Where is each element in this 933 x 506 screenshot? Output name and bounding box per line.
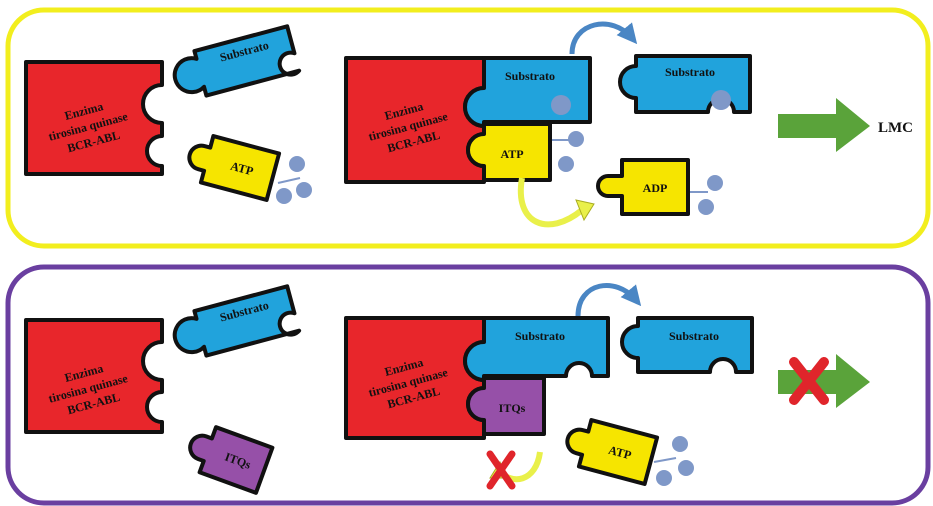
substrate-product: Substrato [622,318,752,372]
enzyme-free: Enzima tirosina quinase BCR-ABL [26,320,162,432]
enzyme-complex: Enzima tirosina quinase BCR-ABL [346,318,484,438]
outcome-label: LMC [878,120,913,136]
substrate-bound: Substrato [465,58,590,126]
substrate-label: Substrato [505,69,555,83]
substrate-label: Substrato [669,329,719,343]
adp-label: ADP [643,181,668,195]
enzyme-complex: Enzima tirosina quinase BCR-ABL [346,58,484,182]
phosphate [711,90,731,110]
substrate-product: Substrato [620,56,750,112]
enzyme-free: Enzima tirosina quinase BCR-ABL [26,62,162,174]
itqs-label: ITQs [499,401,526,415]
atp-label: ATP [500,147,523,161]
substrate-label: Substrato [665,65,715,79]
substrate-label: Substrato [515,329,565,343]
